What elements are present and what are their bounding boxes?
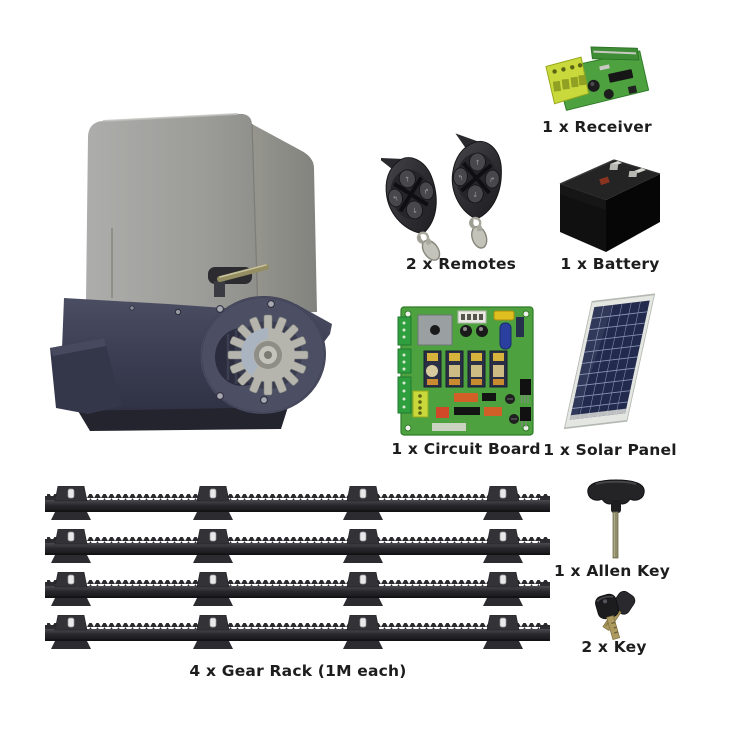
key-front: [595, 593, 621, 641]
gear-rack-image: [45, 486, 550, 522]
plate-screws: [216, 300, 275, 404]
motor-foot: [50, 338, 122, 414]
allen-key-image: [580, 477, 652, 561]
circuit-board-image: [396, 303, 538, 441]
gear-rack-label: 4 x Gear Rack (1M each): [189, 662, 407, 680]
capacitor: [587, 79, 600, 92]
receiver-label: 1 x Receiver: [542, 118, 652, 136]
gear-rack-image: [45, 572, 550, 608]
remotes-image: ↑↓↰↱: [381, 133, 513, 261]
solar-panel-label: 1 x Solar Panel: [543, 441, 677, 459]
motor-cover-side: [252, 124, 317, 314]
lime-terminal: [412, 390, 429, 418]
ic-chip: [608, 69, 634, 83]
remotes-label: 2 x Remotes: [405, 255, 517, 273]
solar-panel-image: [558, 293, 662, 441]
battery-terminals: [609, 161, 646, 177]
resistor: [454, 393, 478, 402]
allen-key-shaft: [612, 511, 619, 559]
transistors: [520, 379, 531, 427]
gear-rack-image: [45, 615, 550, 651]
pinion-gear: [227, 314, 309, 396]
battery-red-mark: [599, 176, 610, 186]
relays: [423, 350, 508, 388]
circuit-board-label: 1 x Circuit Board: [391, 440, 541, 458]
remote-left: [381, 144, 454, 261]
motor-cover: [86, 113, 258, 315]
gear-rack-image: [45, 529, 550, 565]
capacitor: [603, 89, 614, 100]
remote-right: [445, 133, 507, 254]
gate-motor-image: [48, 112, 343, 442]
keys-label: 2 x Key: [581, 638, 647, 656]
receiver-image: [543, 38, 658, 116]
keys-image: [585, 590, 649, 646]
terminal-strips: [397, 316, 412, 414]
allen-key-handle: [587, 479, 645, 505]
fuse: [493, 310, 515, 321]
release-lever: [208, 264, 269, 297]
battery-label: 1 x Battery: [560, 255, 660, 273]
allen-key-label: 1 x Allen Key: [553, 562, 671, 580]
blue-capacitor: [499, 322, 512, 350]
battery-image: [554, 152, 666, 254]
